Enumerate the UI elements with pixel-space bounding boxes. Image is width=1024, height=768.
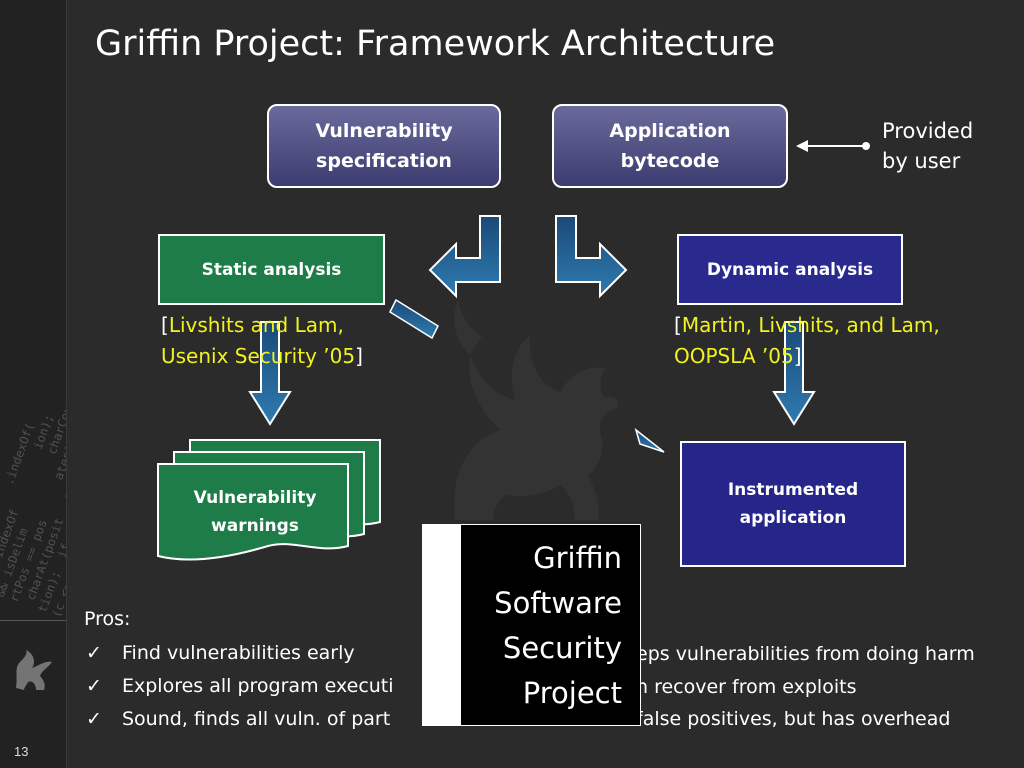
badge-line-2: Software (494, 586, 622, 620)
citation-bracket-open: [ (161, 313, 169, 337)
slide-number: 13 (14, 744, 29, 759)
pros-item-text: Find vulnerabilities early (122, 642, 355, 664)
vulnerability-specification-box: Vulnerability specification (267, 104, 501, 188)
checkmark-icon: ✓ (86, 708, 102, 730)
citation-bracket-close: ] (793, 344, 802, 368)
application-bytecode-box: Application bytecode (552, 104, 788, 188)
dynamic-citation-line1: Martin, Livshits, and Lam, (681, 313, 940, 337)
badge-line-1: Griffin (533, 541, 622, 575)
badge-white-strip (423, 525, 461, 725)
pros-item: ✓ Find vulnerabilities early (86, 642, 355, 664)
griffin-logo-icon (16, 650, 52, 690)
diagonal-arrow-fragment-instr (634, 427, 665, 453)
pros-item: ✓ Sound, finds all vuln. of part (86, 708, 390, 730)
bent-arrow-to-static (428, 215, 501, 299)
dynamic-citation: [Martin, Livshits, and Lam, OOPSLA ’05] (674, 310, 940, 372)
static-citation-line1: Livshits and Lam, (168, 313, 344, 337)
warnings-line2: warnings (211, 516, 299, 536)
down-arrow-dynamic (772, 321, 816, 426)
app-bytecode-line1: Application (609, 120, 731, 142)
pros-item-text: Sound, finds all vuln. of part (122, 708, 391, 730)
provided-by-user-note: Provided by user (882, 119, 974, 173)
static-analysis-box: Static analysis (158, 234, 385, 305)
app-bytecode-line2: bytecode (620, 150, 720, 172)
griffin-watermark-icon (454, 300, 619, 520)
checkmark-icon: ✓ (86, 642, 102, 664)
dynamic-citation-line2: OOPSLA ’05 (674, 344, 794, 368)
sidebar-divider (0, 620, 66, 621)
citation-bracket-close: ] (355, 344, 363, 368)
instrumented-application-box: Instrumented application (680, 441, 906, 567)
instrumented-line2: application (739, 508, 847, 528)
pros-item: ✓ Explores all program executi (86, 675, 394, 697)
static-citation-line2: Usenix Security ’05 (161, 344, 356, 368)
sidebar-decoration: meter ) .indexOf( ters.indexOf ion); && … (0, 0, 67, 768)
provided-by-user-arrow (796, 140, 870, 152)
down-arrow-static (248, 321, 292, 426)
vuln-spec-line1: Vulnerability (315, 120, 453, 142)
dynamic-pros-item: n recover from exploits (636, 676, 857, 698)
dynamic-pros-item: false positives, but has overhead (636, 708, 951, 730)
checkmark-icon: ✓ (86, 675, 102, 697)
static-citation: [Livshits and Lam, Usenix Security ’05] (161, 310, 363, 372)
citation-bracket-open: [ (674, 313, 682, 337)
griffin-project-badge: Griffin Software Security Project (422, 524, 641, 726)
diagonal-arrow-fragment-static (389, 298, 439, 340)
vuln-spec-line2: specification (316, 150, 452, 172)
badge-line-3: Security (502, 631, 622, 665)
dynamic-analysis-box: Dynamic analysis (677, 234, 903, 305)
badge-line-4: Project (522, 676, 622, 710)
warnings-stack (157, 439, 381, 561)
vulnerability-warnings-label: Vulnerability warnings (160, 484, 350, 540)
slide-title: Griffin Project: Framework Architecture (95, 24, 776, 64)
warnings-line1: Vulnerability (193, 488, 317, 508)
dynamic-pros-item: eps vulnerabilities from doing harm (636, 643, 975, 665)
bent-arrow-to-dynamic (555, 215, 628, 299)
pros-item-text: Explores all program executi (122, 675, 394, 697)
instrumented-line1: Instrumented (727, 480, 859, 500)
pros-heading: Pros: (84, 608, 131, 630)
